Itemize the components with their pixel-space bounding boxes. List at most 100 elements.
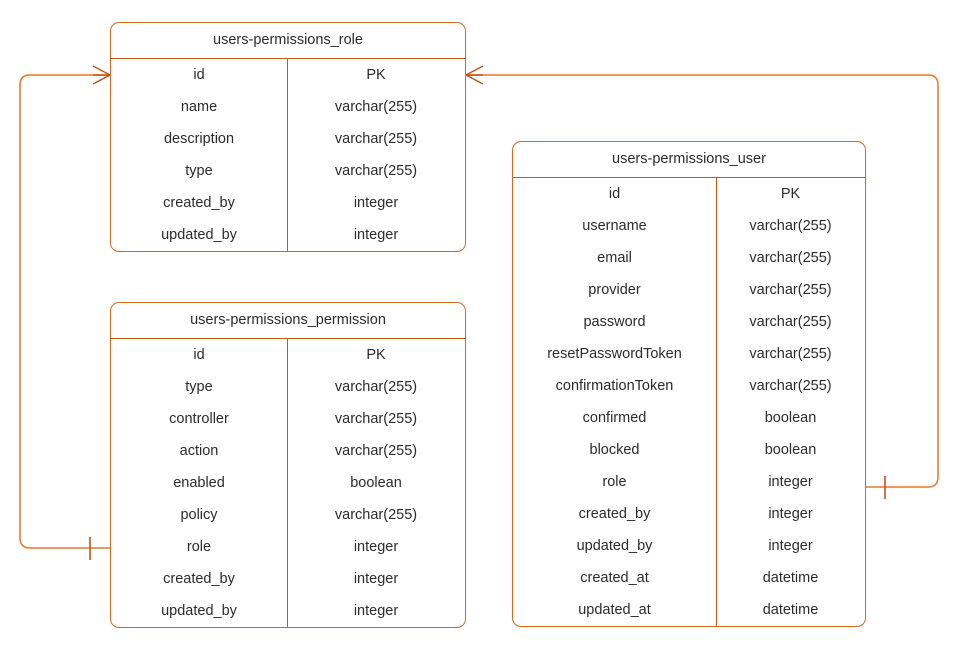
entity-title-users-permissions-user: users-permissions_user xyxy=(513,142,865,178)
field-type: integer xyxy=(768,538,813,554)
field-name: updated_by xyxy=(161,227,237,243)
field-name: id xyxy=(193,347,205,363)
field-type: varchar(255) xyxy=(749,218,832,234)
field-type: boolean xyxy=(350,475,402,491)
field-name: enabled xyxy=(173,475,225,491)
field-type: varchar(255) xyxy=(334,99,418,115)
table-row: updated_at datetime xyxy=(513,594,865,626)
field-type: integer xyxy=(353,571,399,587)
table-row: updated_by integer xyxy=(513,530,865,562)
field-name: id xyxy=(608,186,621,202)
entity-table-users-permissions-role[interactable]: users-permissions_role id PK name varcha… xyxy=(110,22,466,252)
column-divider xyxy=(716,178,717,626)
table-row: blocked boolean xyxy=(513,434,865,466)
field-type: varchar(255) xyxy=(749,346,832,362)
table-row: provider varchar(255) xyxy=(513,274,865,306)
entity-body-role: id PK name varchar(255) description varc… xyxy=(111,59,465,251)
table-row: id PK xyxy=(111,339,465,371)
table-row: created_at datetime xyxy=(513,562,865,594)
field-type: integer xyxy=(353,603,399,619)
field-type: PK xyxy=(366,347,386,363)
column-divider xyxy=(287,59,288,251)
entity-title-users-permissions-role: users-permissions_role xyxy=(111,23,465,59)
table-row: enabled boolean xyxy=(111,467,465,499)
field-type: boolean xyxy=(764,442,817,458)
field-name: controller xyxy=(169,411,229,427)
field-name: blocked xyxy=(589,442,640,458)
field-name: confirmationToken xyxy=(555,378,674,394)
table-row: email varchar(255) xyxy=(513,242,865,274)
field-type: datetime xyxy=(762,570,819,586)
field-type: varchar(255) xyxy=(749,250,832,266)
table-row: updated_by integer xyxy=(111,219,465,251)
table-row: created_by integer xyxy=(111,563,465,595)
field-type: boolean xyxy=(764,410,817,426)
field-name: role xyxy=(602,474,627,490)
entity-table-users-permissions-user[interactable]: users-permissions_user id PK username va… xyxy=(512,141,866,627)
column-divider xyxy=(287,339,288,627)
table-row: role integer xyxy=(513,466,865,498)
field-name: password xyxy=(583,314,646,330)
field-name: name xyxy=(180,99,218,115)
field-type: varchar(255) xyxy=(334,507,418,523)
field-type: varchar(255) xyxy=(334,131,418,147)
field-type: varchar(255) xyxy=(749,378,832,394)
field-name: type xyxy=(185,379,213,395)
table-row: resetPasswordToken varchar(255) xyxy=(513,338,865,370)
table-row: type varchar(255) xyxy=(111,155,465,187)
table-row: created_by integer xyxy=(513,498,865,530)
field-name: id xyxy=(193,67,205,83)
field-type: PK xyxy=(780,186,801,202)
table-row: role integer xyxy=(111,531,465,563)
crows-foot-icon-role-left xyxy=(92,65,111,85)
field-name: action xyxy=(179,443,219,459)
field-type: PK xyxy=(366,67,386,83)
entity-table-users-permissions-permission[interactable]: users-permissions_permission id PK type … xyxy=(110,302,466,628)
field-name: updated_by xyxy=(161,603,237,619)
table-row: name varchar(255) xyxy=(111,91,465,123)
relationship-role-permission xyxy=(19,65,111,560)
field-name: updated_at xyxy=(578,602,651,618)
field-type: varchar(255) xyxy=(334,443,418,459)
table-row: type varchar(255) xyxy=(111,371,465,403)
table-row: updated_by integer xyxy=(111,595,465,627)
table-row: policy varchar(255) xyxy=(111,499,465,531)
table-row: created_by integer xyxy=(111,187,465,219)
field-name: confirmed xyxy=(582,410,647,426)
table-row: description varchar(255) xyxy=(111,123,465,155)
field-type: datetime xyxy=(762,602,819,618)
field-type: integer xyxy=(768,474,813,490)
field-name: role xyxy=(186,539,212,555)
table-row: confirmationToken varchar(255) xyxy=(513,370,865,402)
field-type: varchar(255) xyxy=(749,282,832,298)
connector-line-role-permission xyxy=(19,74,110,549)
field-type: varchar(255) xyxy=(334,163,418,179)
field-name: provider xyxy=(588,282,641,298)
field-type: varchar(255) xyxy=(334,411,418,427)
field-name: created_at xyxy=(580,570,649,586)
table-row: username varchar(255) xyxy=(513,210,865,242)
table-row: password varchar(255) xyxy=(513,306,865,338)
table-row: controller varchar(255) xyxy=(111,403,465,435)
field-name: email xyxy=(597,250,632,266)
table-row: id PK xyxy=(111,59,465,91)
field-name: created_by xyxy=(578,506,651,522)
table-row: confirmed boolean xyxy=(513,402,865,434)
field-type: integer xyxy=(353,539,399,555)
entity-title-users-permissions-permission: users-permissions_permission xyxy=(111,303,465,339)
field-name: policy xyxy=(180,507,218,523)
entity-body-permission: id PK type varchar(255) controller varch… xyxy=(111,339,465,627)
field-type: integer xyxy=(353,195,399,211)
field-type: varchar(255) xyxy=(749,314,832,330)
field-name: created_by xyxy=(163,571,235,587)
field-name: username xyxy=(582,218,647,234)
field-type: integer xyxy=(353,227,399,243)
field-name: type xyxy=(185,163,213,179)
entity-body-user: id PK username varchar(255) email varcha… xyxy=(513,178,865,626)
field-type: integer xyxy=(768,506,813,522)
field-name: resetPasswordToken xyxy=(547,346,682,362)
field-type: varchar(255) xyxy=(334,379,418,395)
field-name: updated_by xyxy=(576,538,653,554)
crows-foot-icon-role-right xyxy=(465,65,484,85)
